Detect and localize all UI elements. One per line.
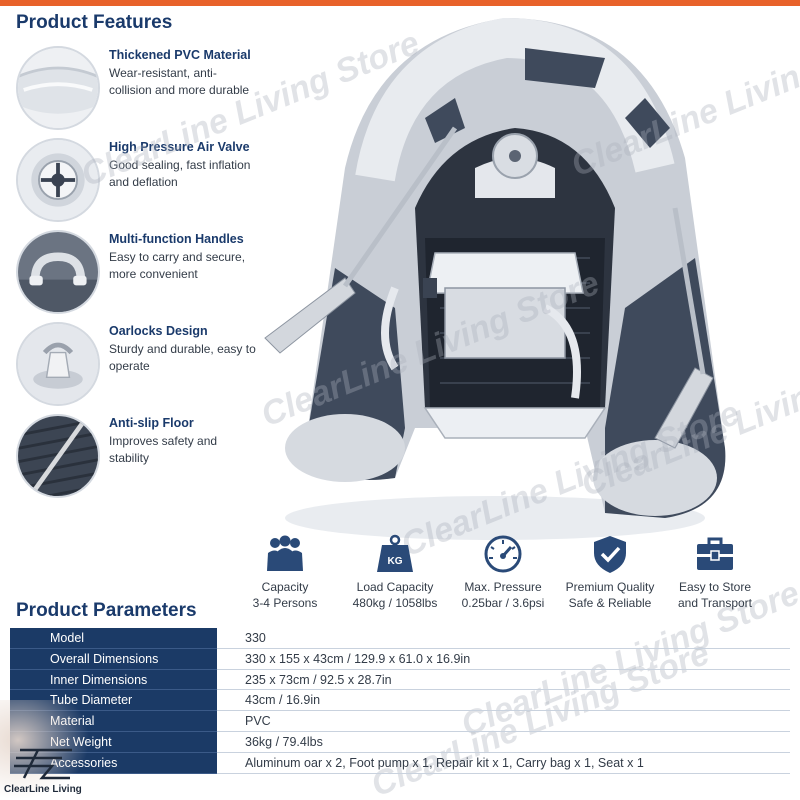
spec-value: 3-4 Persons [252,596,318,610]
feature-desc: Improves safety and stability [109,434,218,465]
weight-icon: KG [377,534,413,572]
spec-label: Premium Quality [565,580,655,594]
spec-value: 0.25bar / 3.6psi [461,596,545,610]
param-value: 330 x 155 x 43cm / 129.9 x 61.0 x 16.9in [245,651,471,666]
params-title: Product Parameters [16,600,197,621]
param-value: Aluminum oar x 2, Foot pump x 1, Repair … [245,755,644,770]
spec-label: Load Capacity [356,580,434,594]
spec-label: Capacity [261,580,309,594]
param-value: PVC [245,714,271,729]
feature-title: Thickened PVC Material [109,48,251,62]
param-value: 36kg / 79.4lbs [245,734,323,749]
param-value: 235 x 73cm / 92.5 x 28.7in [245,672,392,687]
feature-title: High Pressure Air Valve [109,140,250,154]
spec-value: Safe & Reliable [568,596,652,610]
table-row: Inner Dimensions 235 x 73cm / 92.5 x 28.… [10,669,790,691]
spec-value: and Transport [677,596,753,610]
feature-air-valve: High Pressure Air Valve Good sealing, fa… [16,138,250,224]
param-value: 330 [245,631,266,645]
logo-text: ClearLine Living [4,784,82,795]
table-row: Accessories Aluminum oar x 2, Foot pump … [10,752,790,774]
handle-icon [16,230,100,314]
brand-logo: ClearLine Living [0,740,92,800]
param-key: Model [10,628,217,648]
feature-title: Oarlocks Design [109,324,208,338]
parameters-table: Model 330 Overall Dimensions 330 x 155 x… [10,628,790,774]
logo-mark-icon [14,748,72,780]
table-row: Material PVC [10,711,790,732]
spec-capacity: Capacity 3-4 Persons [230,533,340,613]
oarlock-icon [16,322,100,406]
spec-label: Max. Pressure [464,580,542,594]
feature-handles: Multi-function Handles Easy to carry and… [16,230,245,316]
table-row: Net Weight 36kg / 79.4lbs [10,731,790,753]
param-value: 43cm / 16.9in [245,693,321,708]
param-key: Inner Dimensions [10,669,217,690]
feature-desc: Sturdy and durable, easy to operate [109,342,256,373]
spec-max-pressure: Max. Pressure 0.25bar / 3.6psi [448,533,558,613]
boat-image [225,8,745,548]
param-key: Overall Dimensions [10,648,217,669]
gauge-icon [484,535,522,573]
spec-value: 480kg / 1058lbs [352,596,438,610]
weight-badge: KG [388,556,403,567]
shield-check-icon [594,536,626,573]
feature-title: Anti-slip Floor [109,416,194,430]
toolbox-icon [697,537,733,570]
feature-floor: Anti-slip Floor Improves safety and stab… [16,414,236,500]
air-valve-icon [16,138,100,222]
feature-pvc-material: Thickened PVC Material Wear-resistant, a… [16,46,251,132]
feature-desc: Good sealing, fast inflation and deflati… [109,158,251,189]
spec-quality: Premium Quality Safe & Reliable [555,533,665,613]
top-accent-bar [0,0,800,6]
spec-storage: Easy to Store and Transport [660,533,770,613]
feature-oarlocks: Oarlocks Design Sturdy and durable, easy… [16,322,256,408]
pvc-material-icon [16,46,100,130]
table-row: Overall Dimensions 330 x 155 x 43cm / 12… [10,648,790,670]
floor-icon [16,414,100,498]
spec-label: Easy to Store [678,580,752,594]
table-row: Model 330 [10,628,790,649]
feature-desc: Wear-resistant, anti-collision and more … [109,66,250,97]
feature-desc: Easy to carry and secure, more convenien… [109,250,246,281]
people-icon [267,535,303,571]
feature-title: Multi-function Handles [109,232,244,246]
features-title: Product Features [16,12,173,33]
spec-load-capacity: KG Load Capacity 480kg / 1058lbs [340,533,450,613]
table-row: Tube Diameter 43cm / 16.9in [10,690,790,712]
